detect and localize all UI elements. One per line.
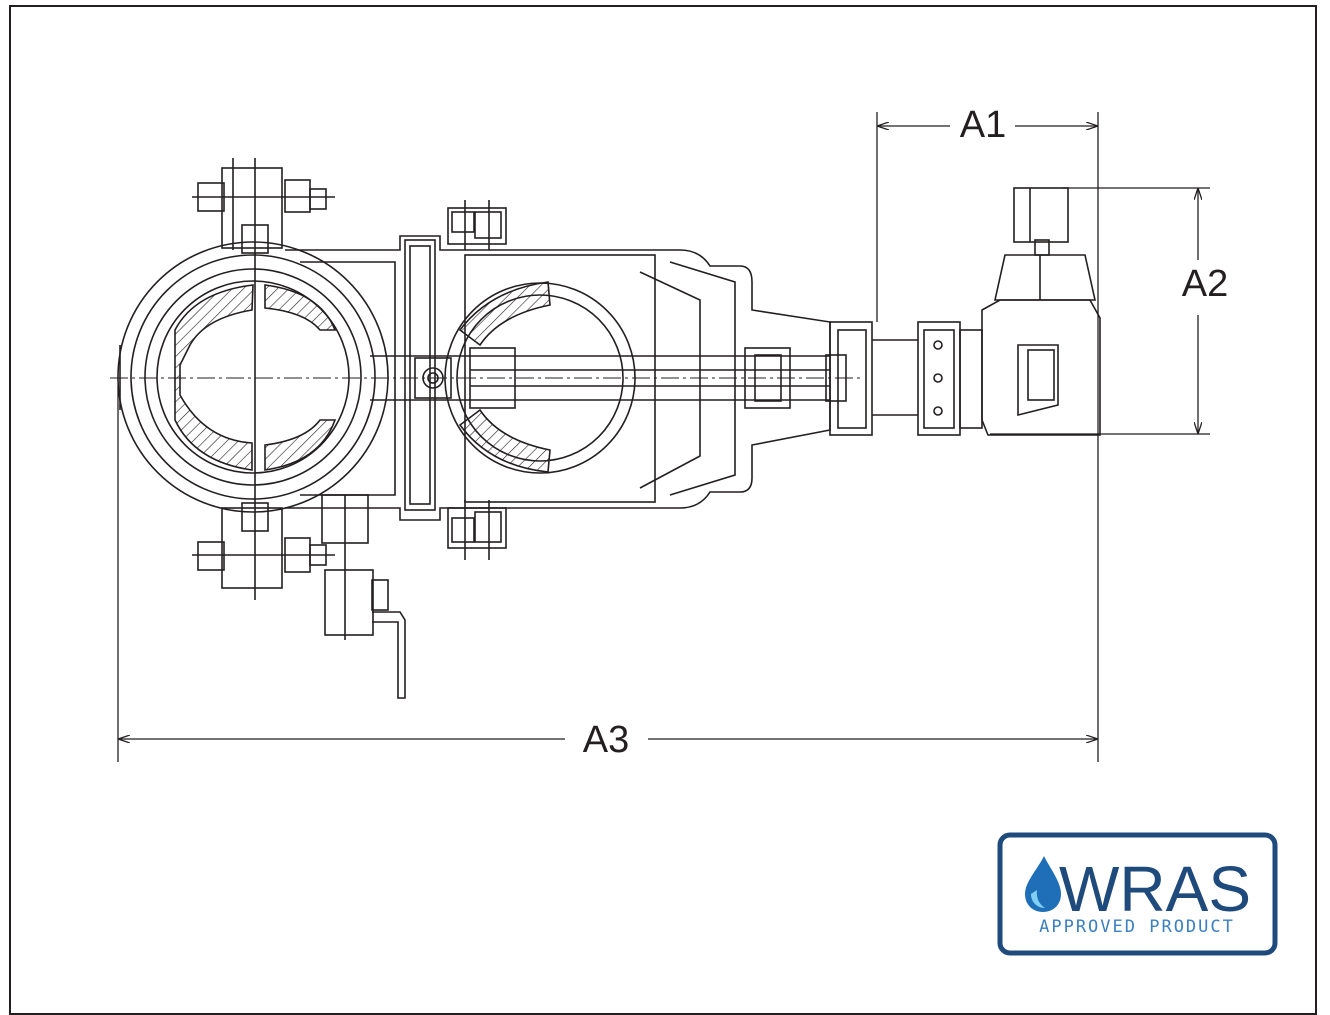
dimension-label-a1: A1	[960, 104, 1006, 146]
wras-approved-logo: WRAS APPROVED PRODUCT	[997, 832, 1278, 956]
dimension-label-a3: A3	[583, 719, 629, 761]
logo-subtitle: APPROVED PRODUCT	[1039, 917, 1235, 937]
logo-wordmark: WRAS	[1059, 853, 1251, 925]
valve-body-outline	[117, 158, 1101, 699]
logo-border	[997, 832, 1278, 956]
ball-section-hatching	[174, 281, 551, 473]
dimension-label-a2: A2	[1182, 263, 1228, 305]
dimension-lines	[117, 112, 1210, 762]
water-drop-icon	[1025, 856, 1061, 912]
